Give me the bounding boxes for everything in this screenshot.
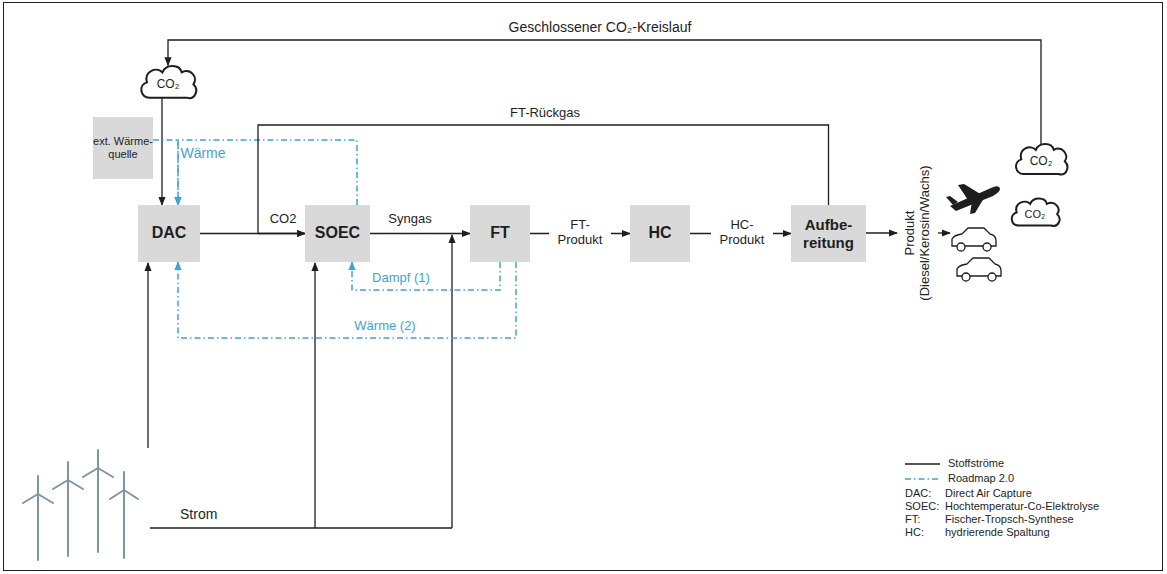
box-label: Aufbe- reitung xyxy=(791,216,866,251)
legend-line-solid xyxy=(905,463,940,464)
box-label: HC xyxy=(648,224,671,242)
product-label: Produkt (Diesel/Kerosin/Wachs) xyxy=(903,158,933,308)
box-label: DAC xyxy=(152,224,187,242)
heat-connector xyxy=(178,140,357,205)
process-box: SOEC xyxy=(305,205,370,262)
box-label: FT xyxy=(490,224,510,242)
process-box: HC xyxy=(630,205,690,262)
cloud-label: CO₂ xyxy=(1030,155,1053,169)
edge-label: FT- Produkt xyxy=(549,217,611,249)
legend-description: Direct Air Capture xyxy=(945,487,1032,500)
edge-label: FT-Rückgas xyxy=(509,106,581,121)
co2-cloud: CO₂ xyxy=(1012,141,1070,179)
legend-abbreviation: HC: xyxy=(905,526,924,539)
legend-description: hydrierende Spaltung xyxy=(945,526,1050,539)
legend-description: Hochtemperatur-Co-Elektrolyse xyxy=(945,500,1099,513)
plane-icon xyxy=(946,184,1000,214)
cloud-label: CO₂ xyxy=(1025,208,1046,221)
edge-label: Syngas xyxy=(387,212,432,227)
legend-text: Stoffströme xyxy=(948,457,1004,470)
cloud-label: CO₂ xyxy=(157,78,180,92)
co2-cloud: CO₂ xyxy=(1008,196,1062,230)
legend-abbreviation: FT: xyxy=(905,513,920,526)
process-box: FT xyxy=(470,205,530,262)
flow-connector xyxy=(370,233,470,234)
legend-line-dashdot xyxy=(905,478,940,480)
wind-turbines xyxy=(23,450,138,560)
edge-label: CO2 xyxy=(269,212,298,227)
edge-label: Dampf (1) xyxy=(371,271,431,286)
heat-connector xyxy=(178,262,516,338)
edge-label: Geschlossener CO₂-Kreislauf xyxy=(508,19,693,35)
box-label: ext. Wärme- quelle xyxy=(93,135,153,160)
flow-connector xyxy=(161,97,162,205)
power-wires xyxy=(148,235,452,528)
legend-text: Roadmap 2.0 xyxy=(948,472,1014,485)
edge-label: Wärme xyxy=(179,145,226,161)
process-box: Aufbe- reitung xyxy=(791,205,866,262)
frame xyxy=(4,3,1163,571)
flow-connector xyxy=(168,40,1041,144)
heat-source-box: ext. Wärme- quelle xyxy=(93,117,153,179)
co2-cloud: CO₂ xyxy=(137,63,199,103)
box-label: SOEC xyxy=(315,224,360,242)
legend-abbreviation: SOEC: xyxy=(905,500,939,513)
edge-label: Wärme (2) xyxy=(353,319,416,334)
edge-label: HC- Produkt xyxy=(711,217,773,249)
process-box: DAC xyxy=(138,205,200,262)
legend-abbreviation: DAC: xyxy=(905,487,931,500)
car-icons xyxy=(952,228,1001,281)
power-label: Strom xyxy=(180,506,217,522)
legend-description: Fischer-Tropsch-Synthese xyxy=(945,513,1074,526)
heat-connector xyxy=(352,262,500,290)
heat-connector xyxy=(153,140,178,205)
